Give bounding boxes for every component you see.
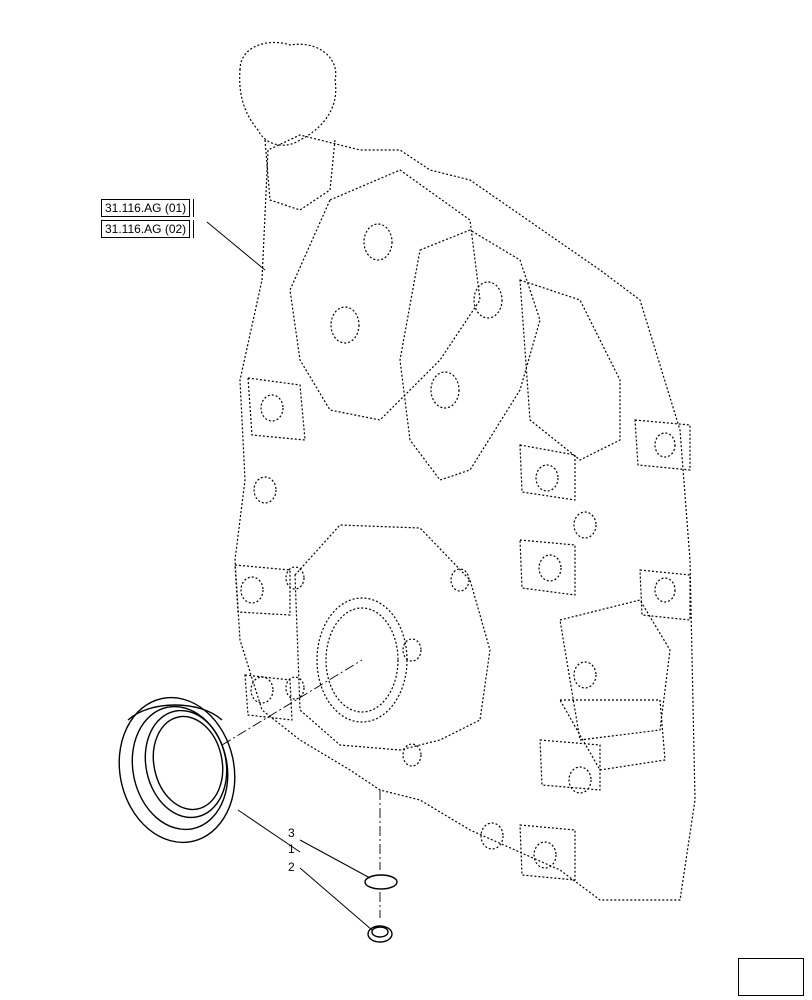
seal-bore	[316, 597, 408, 723]
shaft-seal	[118, 696, 236, 844]
callout-1: 1	[288, 842, 295, 856]
next-page-button[interactable]	[738, 958, 804, 996]
bearing-boss	[294, 524, 491, 751]
reference-label-02[interactable]: 31.116.AG (02)	[101, 220, 195, 238]
gearbox-cover-housing	[234, 134, 696, 901]
plug	[367, 925, 393, 943]
callout-3: 3	[288, 826, 295, 840]
o-ring	[364, 874, 398, 890]
breather-cap	[239, 41, 337, 146]
callout-2: 2	[288, 860, 295, 874]
reference-label-01[interactable]: 31.116.AG (01)	[101, 199, 195, 217]
